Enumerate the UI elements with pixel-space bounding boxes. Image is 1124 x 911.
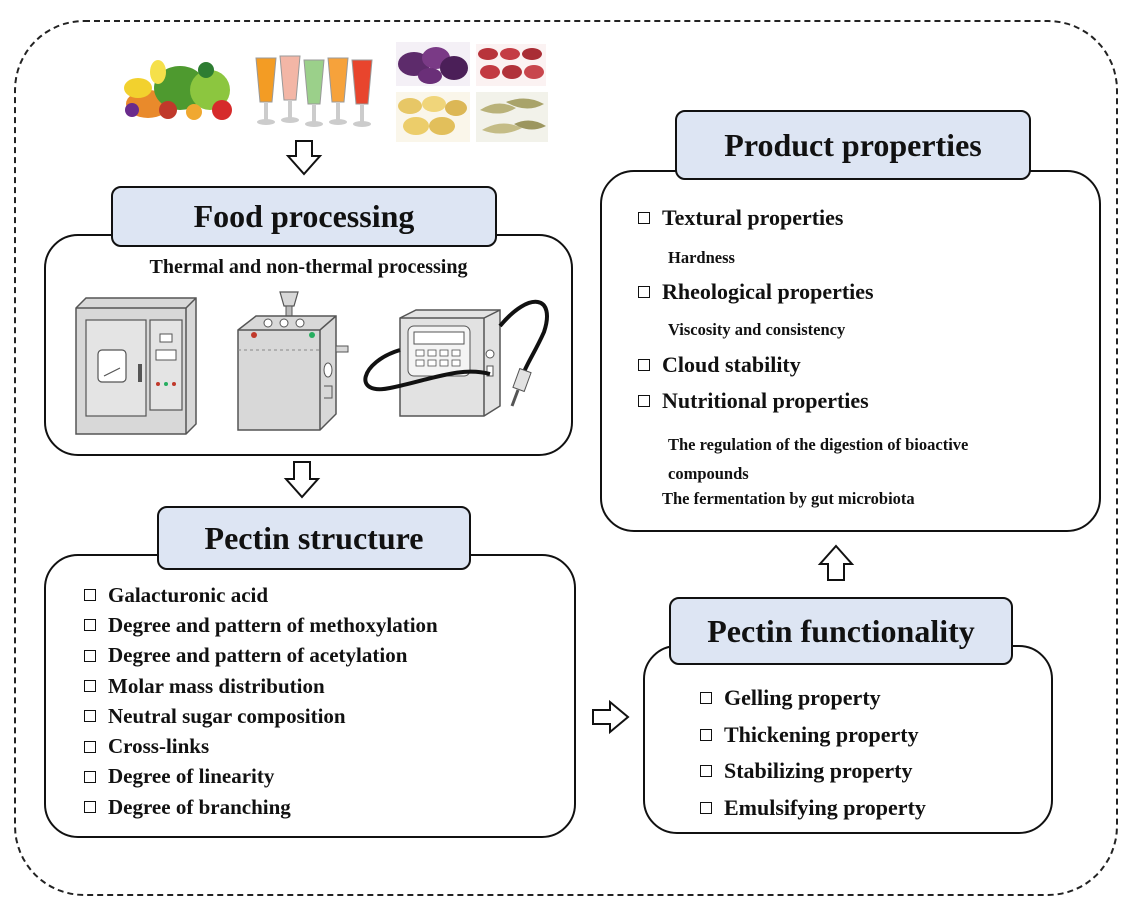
checklist-item: Neutral sugar composition: [84, 701, 438, 731]
checklist-item-label: Stabilizing property: [724, 758, 913, 784]
checklist-item-label: Gelling property: [724, 685, 881, 711]
product-property-detail: The fermentation by gut microbiota: [662, 489, 915, 508]
product-property-item: Cloud stability: [638, 352, 801, 378]
product-property-item: Nutritional properties: [638, 388, 869, 414]
food-processing-title: Food processing: [111, 186, 497, 247]
food-processing-subtitle: Thermal and non-thermal processing: [149, 256, 468, 278]
thermal-cabinet-machine-image: [75, 297, 197, 435]
checklist-item-label: Galacturonic acid: [108, 582, 269, 607]
fruits-vegetables-image: [124, 60, 232, 120]
checkbox-icon: [700, 765, 712, 778]
checkbox-icon: [638, 212, 650, 224]
pectin-structure-title: Pectin structure: [157, 506, 471, 570]
checklist-item-label: Degree and pattern of methoxylation: [108, 612, 438, 637]
checklist-item-label: Degree and pattern of acetylation: [108, 643, 408, 668]
checkbox-icon: [638, 359, 650, 371]
product-property-detail: The regulation of the digestion of bioac…: [668, 435, 969, 483]
checklist-item: Cross-links: [84, 731, 438, 761]
checklist-item-label: Degree of branching: [108, 794, 291, 819]
checklist-item-label: Degree of linearity: [108, 764, 275, 789]
checklist-item: Emulsifying property: [700, 790, 926, 827]
checklist-item: Stabilizing property: [700, 753, 926, 790]
checklist-item: Gelling property: [700, 680, 926, 717]
ultrasonic-processor-image: [363, 299, 549, 417]
dried-purple-chips-image: [396, 42, 470, 86]
arrow-right-icon: [592, 699, 630, 735]
checkbox-icon: [700, 801, 712, 814]
checkbox-icon: [638, 286, 650, 298]
arrow-down-icon: [283, 461, 321, 499]
product-property-item: Rheological properties: [638, 279, 874, 305]
checklist-item-label: Neutral sugar composition: [108, 703, 346, 728]
product-properties-title: Product properties: [675, 110, 1031, 180]
checkbox-icon: [700, 728, 712, 741]
checklist-item: Thickening property: [700, 717, 926, 754]
checkbox-icon: [84, 740, 96, 753]
checklist-item: Degree and pattern of methoxylation: [84, 610, 438, 640]
checklist-item: Galacturonic acid: [84, 580, 438, 610]
dried-potato-chips-image: [396, 92, 470, 142]
juices-image: [255, 55, 373, 127]
checkbox-icon: [84, 801, 96, 814]
checklist-item: Degree of branching: [84, 792, 438, 822]
checkbox-icon: [700, 692, 712, 705]
checklist-item-label: Emulsifying property: [724, 794, 926, 820]
checkbox-icon: [84, 680, 96, 693]
pectin-structure-box: [44, 554, 576, 838]
dried-red-fruit-image: [476, 44, 546, 86]
checkbox-icon: [84, 589, 96, 602]
checklist-item: Molar mass distribution: [84, 671, 438, 701]
product-properties-box: [600, 170, 1101, 532]
checkbox-icon: [638, 395, 650, 407]
checklist-item-label: Molar mass distribution: [108, 673, 325, 698]
checkbox-icon: [84, 619, 96, 632]
checklist-item: Degree and pattern of acetylation: [84, 641, 438, 671]
checklist-item-label: Cross-links: [108, 734, 210, 759]
product-property-item: Textural properties: [638, 205, 844, 231]
pectin-functionality-title: Pectin functionality: [669, 597, 1013, 665]
arrow-up-icon: [817, 544, 855, 581]
checkbox-icon: [84, 649, 96, 662]
checkbox-icon: [84, 770, 96, 783]
arrow-down-icon: [285, 140, 323, 176]
checklist-item: Degree of linearity: [84, 762, 438, 792]
dried-green-chips-image: [476, 92, 548, 142]
product-property-detail: Viscosity and consistency: [668, 320, 846, 339]
checklist-item-label: Thickening property: [724, 721, 919, 747]
non-thermal-tank-machine-image: [237, 291, 349, 431]
product-property-detail: Hardness: [668, 248, 735, 267]
checkbox-icon: [84, 710, 96, 723]
diagram-boundary: [14, 20, 1118, 896]
